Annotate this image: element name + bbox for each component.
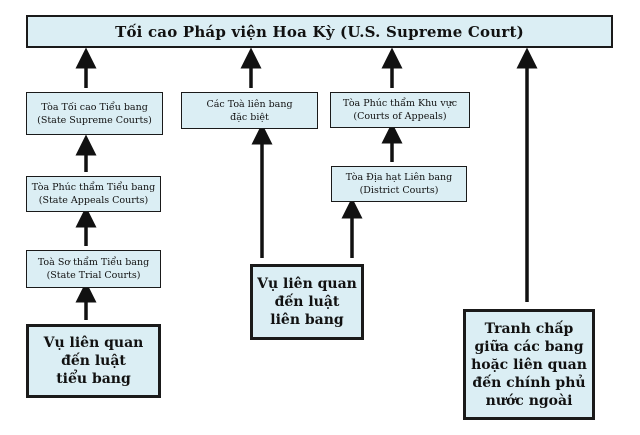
us-supreme-court-label: Tối cao Pháp viện Hoa Kỳ (U.S. Supreme C… — [115, 22, 524, 41]
state-law-cases-line2: đến luật — [61, 353, 126, 369]
district-courts-line1: Tòa Địa hạt Liên bang — [345, 172, 453, 183]
special-federal-courts-box: Các Toà liên bang đặc biệt — [181, 92, 318, 129]
state-law-cases-box: Vụ liên quan đến luật tiểu bang — [26, 324, 161, 398]
state-appeals-courts-line1: Tòa Phúc thẩm Tiểu bang — [31, 182, 156, 193]
district-courts-line2: (District Courts) — [359, 185, 439, 196]
interstate-disputes-line3: hoặc liên quan — [471, 356, 587, 373]
state-supreme-courts-line2: (State Supreme Courts) — [37, 114, 152, 126]
courts-of-appeals-line1: Tòa Phúc thẩm Khu vực — [342, 98, 458, 109]
special-federal-courts-line2: đặc biệt — [230, 111, 269, 123]
interstate-disputes-box: Tranh chấp giữa các bang hoặc liên quan … — [463, 309, 595, 420]
federal-law-cases-line1: Vụ liên quan — [257, 276, 357, 292]
federal-law-cases-line3: liên bang — [270, 312, 344, 328]
special-federal-courts-line1: Các Toà liên bang — [206, 98, 293, 110]
district-courts-box: Tòa Địa hạt Liên bang (District Courts) — [331, 166, 467, 202]
state-supreme-courts-box: Tòa Tối cao Tiểu bang (State Supreme Cou… — [26, 92, 163, 135]
state-appeals-courts-line2: (State Appeals Courts) — [38, 195, 149, 206]
state-trial-courts-line1: Toà Sơ thẩm Tiểu bang — [37, 257, 150, 268]
federal-law-cases-box: Vụ liên quan đến luật liên bang — [250, 264, 364, 340]
state-trial-courts-box: Toà Sơ thẩm Tiểu bang (State Trial Court… — [26, 250, 161, 288]
state-law-cases-line3: tiểu bang — [56, 371, 131, 387]
us-supreme-court-box: Tối cao Pháp viện Hoa Kỳ (U.S. Supreme C… — [26, 15, 613, 48]
federal-law-cases-line2: đến luật — [274, 294, 340, 310]
state-trial-courts-line2: (State Trial Courts) — [46, 270, 141, 281]
state-appeals-courts-box: Tòa Phúc thẩm Tiểu bang (State Appeals C… — [26, 176, 161, 212]
state-law-cases-line1: Vụ liên quan — [43, 335, 144, 351]
state-supreme-courts-line1: Tòa Tối cao Tiểu bang — [41, 101, 148, 113]
interstate-disputes-line4: đến chính phủ — [472, 374, 586, 391]
interstate-disputes-line5: nước ngoài — [485, 392, 573, 409]
interstate-disputes-line2: giữa các bang — [474, 338, 584, 355]
courts-of-appeals-box: Tòa Phúc thẩm Khu vực (Courts of Appeals… — [330, 92, 470, 128]
courts-of-appeals-line2: (Courts of Appeals) — [353, 111, 447, 122]
interstate-disputes-line1: Tranh chấp — [484, 320, 574, 337]
